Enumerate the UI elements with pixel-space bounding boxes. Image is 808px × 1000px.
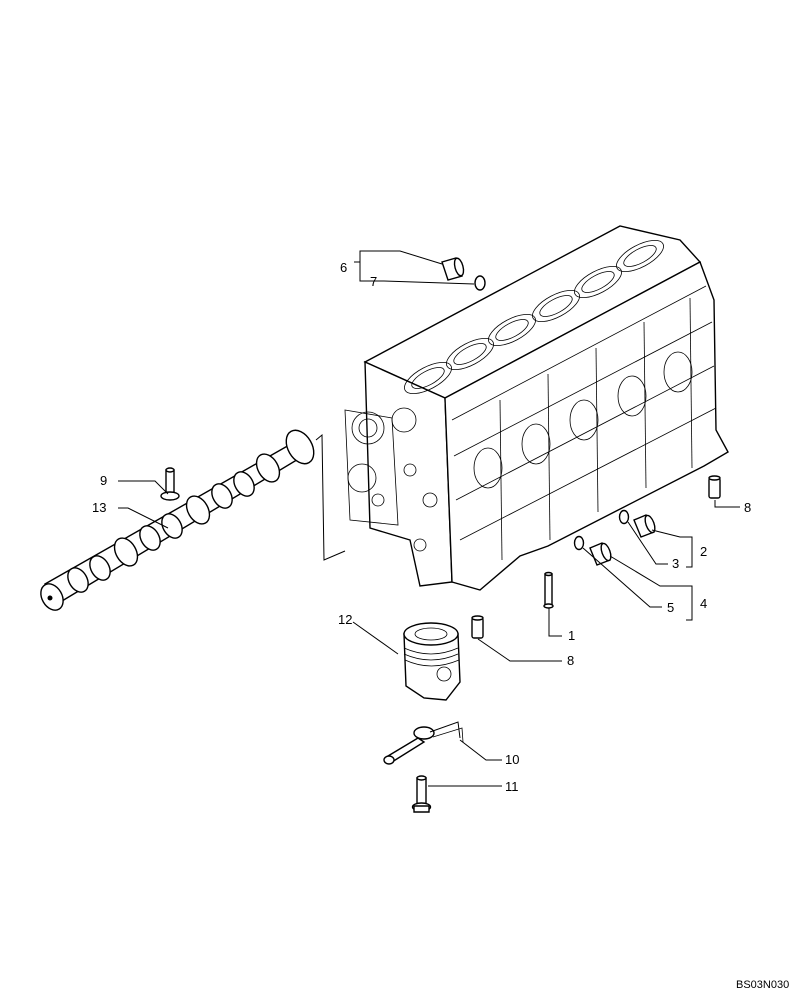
part-7-shape — [474, 275, 486, 291]
callout-12: 12 — [338, 612, 352, 627]
camshaft — [40, 429, 315, 611]
callout-1: 1 — [568, 628, 575, 643]
callout-9: 9 — [100, 473, 107, 488]
callout-13: 13 — [92, 500, 106, 515]
part-5-shape — [573, 535, 585, 551]
callout-11: 11 — [505, 779, 519, 794]
part-11-bolt — [411, 775, 432, 813]
part-2-shape — [633, 514, 656, 538]
callout-10: 10 — [505, 752, 519, 767]
part-4-shape — [589, 542, 612, 566]
callout-6: 6 — [340, 260, 347, 275]
camshaft-leader — [315, 433, 346, 561]
part-8-right-shape — [708, 475, 721, 499]
leader-lines — [118, 250, 740, 787]
part-6-shape — [441, 257, 465, 281]
callout-8-lower: 8 — [567, 653, 574, 668]
part-9-shape — [160, 467, 180, 501]
callout-2: 2 — [700, 544, 707, 559]
callout-4: 4 — [700, 596, 707, 611]
part-1-shape — [543, 571, 554, 609]
engine-block — [344, 225, 729, 591]
callout-8-right: 8 — [744, 500, 751, 515]
callout-5: 5 — [667, 600, 674, 615]
part-8-lower-shape — [471, 615, 484, 639]
callout-3: 3 — [672, 556, 679, 571]
part-3-shape — [618, 509, 630, 525]
part-10-oil-jet — [383, 721, 464, 765]
part-12-piston — [403, 622, 461, 701]
drawing-code: BS03N030 — [736, 979, 789, 991]
callout-7: 7 — [370, 274, 377, 289]
